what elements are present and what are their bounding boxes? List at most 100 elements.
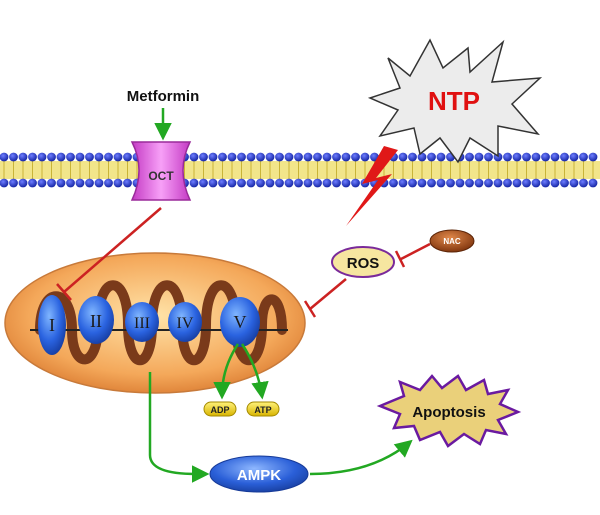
complex-1-label: I — [49, 315, 55, 335]
lipid-head — [351, 152, 360, 162]
lipid-head — [75, 178, 85, 188]
mitochondrion-cristae — [35, 280, 287, 365]
lipid-head — [512, 152, 522, 162]
lipid-head — [9, 178, 18, 188]
lipid-head — [66, 178, 75, 188]
lipid-head — [332, 178, 341, 188]
lipid-head — [313, 178, 322, 188]
lipid-head — [123, 152, 132, 162]
starburst-icon — [367, 38, 543, 164]
lipid-head — [56, 178, 66, 188]
lipid-head — [550, 178, 560, 188]
complex5-atp-arrow — [240, 343, 269, 400]
inhibition-bar — [56, 283, 72, 301]
apoptosis-label: Apoptosis — [412, 404, 485, 421]
lipid-head — [246, 152, 256, 162]
lipid-head — [18, 152, 28, 162]
complex-2-label: II — [90, 311, 102, 331]
oct-transporter: OCT — [130, 141, 192, 201]
lipid-head — [104, 178, 113, 188]
ampk-node: AMPK — [209, 455, 309, 493]
complex-4: IV — [168, 302, 202, 342]
lipid-heads-top — [0, 152, 598, 162]
lipid-head — [47, 152, 56, 162]
lipid-head — [474, 152, 484, 162]
lipid-head — [56, 152, 66, 162]
lipid-head — [28, 152, 37, 162]
lipid-head — [18, 178, 28, 188]
lightning-bolt-icon — [346, 146, 398, 226]
lipid-head — [256, 178, 265, 188]
apoptosis-starburst: Apoptosis — [376, 374, 522, 448]
lipid-head — [265, 152, 275, 162]
lipid-head — [94, 178, 104, 188]
lipid-head — [9, 152, 18, 162]
lipid-head — [588, 152, 598, 162]
lipid-head — [360, 152, 370, 162]
lipid-head — [465, 152, 474, 162]
lipid-head — [218, 178, 227, 188]
lipid-head — [550, 152, 560, 162]
lipid-head — [94, 152, 104, 162]
nac-node: NAC — [429, 229, 475, 253]
adp-pill: ADP — [203, 401, 237, 417]
lipid-head — [75, 152, 85, 162]
lipid-head — [294, 152, 303, 162]
lipid-head — [560, 178, 569, 188]
lipid-head — [522, 152, 531, 162]
lipid-head — [541, 152, 550, 162]
lipid-head — [569, 178, 579, 188]
lipid-head — [303, 178, 313, 188]
lipid-head — [0, 152, 9, 162]
lipid-head — [265, 178, 275, 188]
lipid-head — [208, 178, 218, 188]
starburst-icon — [376, 374, 522, 448]
lipid-head — [408, 178, 417, 188]
lipid-head — [522, 178, 531, 188]
lipid-head — [427, 152, 436, 162]
lipid-head — [531, 178, 541, 188]
lipid-head — [332, 152, 341, 162]
ntp-label: NTP — [428, 86, 480, 116]
lipid-head — [541, 178, 550, 188]
complex-4-label: IV — [177, 315, 194, 332]
lipid-head — [85, 178, 94, 188]
lipid-head — [341, 178, 351, 188]
lipid-head — [218, 152, 227, 162]
complex-3-label: III — [134, 315, 150, 332]
lipid-head — [579, 178, 588, 188]
lipid-heads-bottom — [0, 178, 598, 188]
lipid-head — [189, 178, 199, 188]
lipid-head — [237, 178, 246, 188]
inhibition-bar — [303, 300, 317, 318]
lipid-head — [227, 178, 237, 188]
lipid-head — [246, 178, 256, 188]
lipid-head — [560, 152, 569, 162]
lipid-head — [284, 152, 294, 162]
ampk-apoptosis-arrow — [309, 439, 413, 476]
lipid-head — [199, 178, 208, 188]
lipid-head — [275, 178, 284, 188]
lipid-head — [284, 178, 294, 188]
complex-5-label: V — [234, 312, 247, 332]
lipid-head — [189, 152, 199, 162]
ros-label: ROS — [347, 255, 380, 272]
atp-label: ATP — [254, 405, 271, 415]
lipid-head — [313, 152, 322, 162]
lipid-head — [199, 152, 208, 162]
nac-label: NAC — [443, 237, 461, 246]
lipid-head — [66, 152, 75, 162]
lipid-head — [113, 152, 123, 162]
lipid-head — [208, 152, 218, 162]
lipid-head — [0, 178, 9, 188]
lipid-head — [104, 152, 113, 162]
ros-mito-inhibition — [309, 278, 347, 310]
adp-label: ADP — [210, 405, 229, 415]
inhibition-bar — [394, 250, 406, 268]
mito-ampk-arrow — [148, 372, 210, 483]
lipid-head — [341, 152, 351, 162]
lipid-head — [113, 178, 123, 188]
complex-1: I — [38, 295, 66, 355]
complex-3: III — [125, 302, 159, 342]
